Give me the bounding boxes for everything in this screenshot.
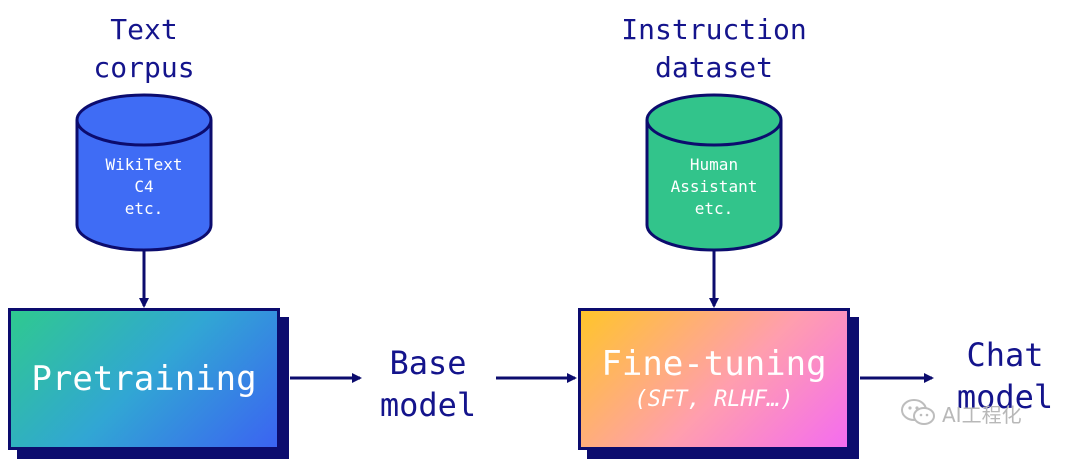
dataset-item: Human [689,155,739,174]
dataset-item: etc. [694,199,734,218]
instruction-dataset-label-line: Instruction [621,13,807,46]
instruction-dataset-cylinder [645,93,783,252]
base-model-label-line: Base [389,344,467,382]
text-corpus-label: Text corpus [64,11,224,87]
finetuning-title: Fine-tuning [601,344,827,384]
chat-model-label-line: model [956,378,1054,416]
corpus-item: etc. [124,199,164,218]
instruction-dataset-items: Human Assistant etc. [647,154,781,220]
dataset-item: Assistant [670,177,758,196]
corpus-item: C4 [134,177,154,196]
wechat-icon [901,399,935,425]
text-corpus-items: WikiText C4 etc. [77,154,211,220]
chat-model-label-line: Chat [966,336,1044,374]
watermark-text: AI工程化 [942,402,1022,427]
chat-model-label: Chat model [945,334,1065,418]
finetuning-subtitle: (SFT, RLHF…) [634,387,794,412]
base-model-label: Base model [368,342,488,426]
text-corpus-label-line: corpus [93,51,195,84]
base-model-label-line: model [379,386,477,424]
finetuning-box: Fine-tuning (SFT, RLHF…) [578,308,850,450]
instruction-dataset-label: Instruction dataset [594,11,834,87]
text-corpus-cylinder [75,93,213,252]
pretraining-box: Pretraining [8,308,280,450]
corpus-item: WikiText [105,155,183,174]
text-corpus-label-line: Text [110,13,178,46]
watermark: AI工程化 [900,396,1070,430]
instruction-dataset-label-line: dataset [654,51,773,84]
pretraining-title: Pretraining [31,359,257,399]
